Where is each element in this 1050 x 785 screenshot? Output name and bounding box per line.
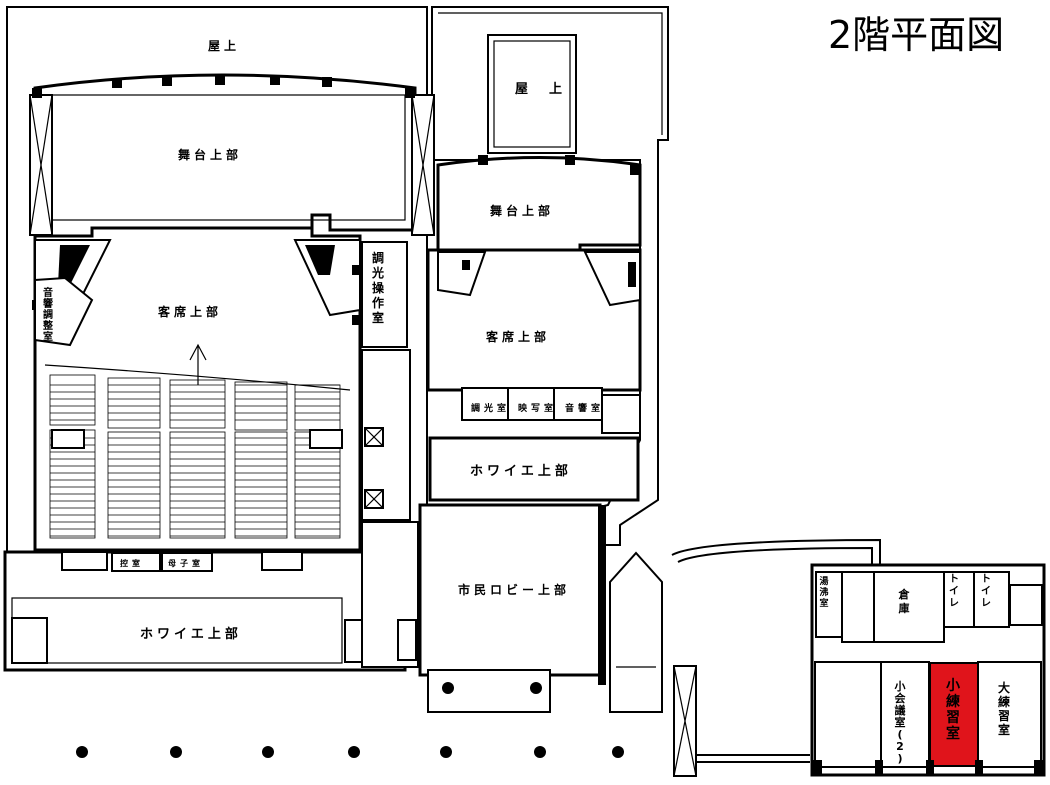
light-control-corridor	[361, 241, 419, 668]
rooftop-main-label: 屋上	[208, 38, 240, 53]
toilet-1-label: トイレ	[949, 573, 959, 609]
toilet-2-label: トイレ	[981, 573, 991, 609]
audience-upper-small-label: 客席上部	[485, 329, 550, 344]
stage-upper-main-label: 舞台上部	[177, 147, 242, 162]
foyer-upper-left-label: ホワイエ上部	[140, 626, 242, 642]
page-title: 2階平面図	[828, 13, 1004, 57]
small-meeting-room-label: 小会議室(2)	[894, 679, 907, 765]
lower-foyer-left	[3, 550, 407, 672]
small-practice-room-label: 小練習室	[946, 678, 960, 742]
mother-child-room-label: 母子室	[168, 558, 204, 568]
boiler-room-label: 湯沸室	[819, 575, 828, 609]
main-hall	[29, 73, 435, 552]
large-practice-room-label: 大練習室	[998, 680, 1010, 737]
right-hall	[418, 155, 642, 713]
practice-rooms-block	[810, 563, 1046, 777]
column-dots	[76, 746, 624, 758]
foyer-upper-right-label: ホワイエ上部	[470, 463, 572, 479]
walkway	[609, 538, 881, 777]
seat-rows	[50, 384, 340, 537]
audience-upper-main-label: 客席上部	[157, 304, 222, 319]
projection-room-label: 映写室	[518, 402, 557, 414]
storage-label: 倉庫	[898, 587, 911, 615]
light-room-label: 調光室	[471, 402, 510, 414]
rooftop-small-label: 屋 上	[515, 82, 566, 97]
sound-adjust-room-label: 音響調整室	[42, 286, 53, 343]
stage-upper-small-label: 舞台上部	[489, 203, 554, 218]
citizen-lobby-upper-label: 市民ロビー上部	[458, 582, 570, 597]
viewing-room-label: 控室	[120, 558, 144, 568]
sound-room-label: 音響室	[565, 402, 604, 414]
light-control-room-label: 調光操作室	[371, 250, 385, 325]
rooftop-small-box	[487, 34, 577, 154]
